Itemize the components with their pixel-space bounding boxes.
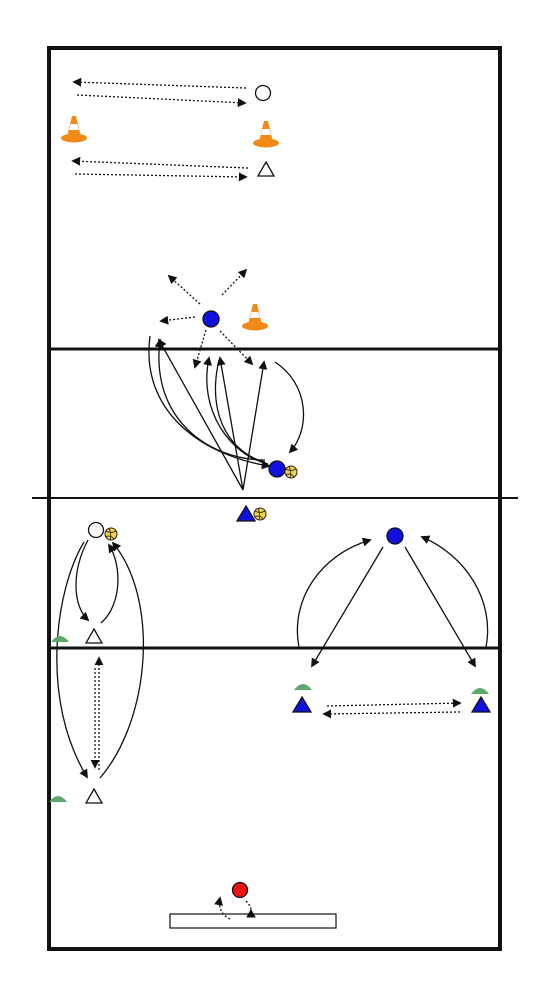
court bbox=[32, 46, 518, 951]
path-arrow bbox=[296, 537, 372, 648]
path-arrow bbox=[274, 361, 305, 454]
path-arrow bbox=[192, 329, 207, 369]
path-arrow bbox=[214, 359, 266, 463]
path-arrow bbox=[100, 543, 119, 624]
left-drill-run bbox=[90, 656, 104, 770]
blue-player-movement bbox=[159, 268, 254, 369]
player-triangle-icon bbox=[246, 908, 256, 918]
path-arrow bbox=[148, 335, 271, 470]
ball-paths bbox=[148, 335, 305, 491]
left-drill-paths bbox=[56, 539, 144, 779]
path-arrow bbox=[214, 896, 231, 920]
floor-marker-icon bbox=[471, 688, 489, 694]
cone-icon bbox=[253, 121, 279, 148]
right-drill-run bbox=[322, 698, 462, 719]
player-circle-icon bbox=[202, 310, 220, 328]
player-circle-icon bbox=[386, 527, 404, 545]
path-arrow bbox=[99, 541, 144, 779]
path-arrow bbox=[167, 274, 201, 305]
path-arrow bbox=[216, 356, 244, 491]
player-circle-icon bbox=[268, 460, 286, 478]
top-running-drill bbox=[71, 77, 249, 182]
floor-marker-icon bbox=[49, 796, 67, 802]
player-triangle-icon bbox=[470, 695, 492, 713]
path-arrow bbox=[159, 315, 196, 325]
path-arrow bbox=[56, 541, 88, 779]
ball-icon bbox=[284, 465, 298, 479]
floor-marker-icon bbox=[51, 636, 69, 642]
ball-icon bbox=[104, 527, 118, 541]
player-triangle-icon bbox=[84, 787, 104, 804]
path-arrow bbox=[242, 360, 268, 491]
right-drill-paths bbox=[296, 535, 489, 668]
path-arrow bbox=[75, 539, 90, 622]
floor-marker-icon bbox=[294, 684, 312, 690]
player-triangle-icon bbox=[291, 695, 313, 713]
path-arrow bbox=[72, 77, 247, 89]
ball-icon bbox=[253, 507, 267, 521]
player-triangle-icon bbox=[235, 504, 257, 522]
path-arrow bbox=[326, 698, 462, 708]
player-circle-icon bbox=[254, 84, 272, 102]
path-arrow bbox=[221, 268, 248, 296]
player-circle-icon bbox=[231, 881, 249, 899]
path-arrow bbox=[311, 546, 384, 668]
path-arrow bbox=[404, 546, 476, 668]
player-triangle-icon bbox=[84, 627, 104, 644]
path-arrow bbox=[322, 709, 461, 719]
path-arrow bbox=[154, 338, 266, 461]
path-arrow bbox=[74, 172, 248, 182]
player-circle-icon bbox=[87, 521, 105, 539]
path-arrow bbox=[71, 156, 249, 169]
cone-icon bbox=[61, 116, 87, 143]
path-arrow bbox=[158, 338, 244, 491]
path-arrow bbox=[76, 94, 247, 108]
player-triangle-icon bbox=[256, 160, 276, 177]
path-arrow bbox=[420, 535, 489, 648]
cone-icon bbox=[242, 304, 268, 331]
